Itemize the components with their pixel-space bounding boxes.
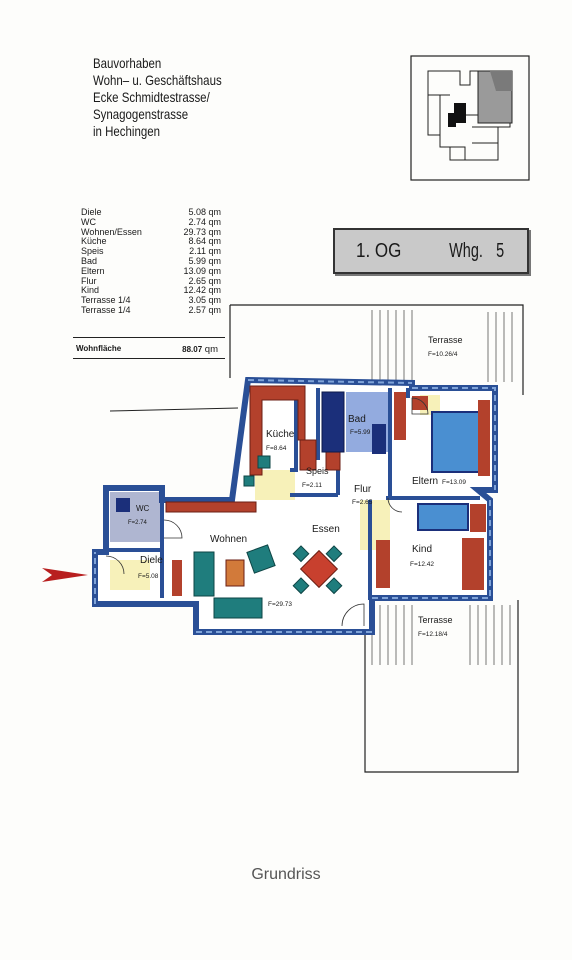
room-label-flur: Flur (354, 484, 372, 495)
wc-basin (116, 498, 130, 512)
apartment-number: 5 (495, 239, 504, 262)
bath-shelf (394, 392, 406, 440)
project-line: Synagogenstrasse (93, 106, 189, 122)
area-label-essen: F=29.73 (268, 601, 292, 608)
dining-table (299, 549, 339, 589)
area-label-terrasse-bottom: F=12.18/4 (418, 631, 448, 638)
total-unit: qm (204, 344, 218, 355)
divider (73, 337, 225, 338)
parents-bed (431, 411, 487, 473)
area-label-kind: F=12.42 (410, 561, 434, 568)
apartment-label-box: 1. OG Whg. 5 (333, 228, 529, 274)
area-label-eltern: F=13.09 (442, 479, 466, 486)
kitchen-stove (257, 455, 271, 469)
project-line: Wohn– u. Geschäftshaus (93, 72, 222, 88)
floor-label: 1. OG (356, 239, 402, 262)
total-size: 88.07 (182, 345, 203, 354)
bath-cabinet (372, 424, 386, 454)
dining-chairs (292, 545, 343, 595)
sofa-2 (213, 597, 263, 619)
room-label-bad: Bad (348, 414, 366, 425)
project-line: Ecke Schmidtestrasse/ (93, 89, 210, 105)
coffee-table (225, 559, 245, 587)
armchair (246, 544, 276, 574)
area-label-kueche: F=8.64 (266, 445, 287, 452)
total-label: Wohnfläche (76, 344, 122, 353)
area-label-wc: F=2.74 (128, 520, 148, 526)
shoe-cabinet (172, 560, 182, 596)
terrace-hatching (371, 310, 513, 665)
terrace-outline (229, 304, 524, 773)
room-label-terrasse-bottom: Terrasse (418, 615, 453, 625)
floor-plan: Küche F=8.64 Bad F=5.99 Speis F=2.11 Flu… (42, 304, 524, 773)
sofa (193, 551, 215, 597)
room-label-terrasse-top: Terrasse (428, 335, 463, 345)
kitchen-sink (243, 475, 255, 487)
sideboard (165, 501, 257, 513)
door-swings (105, 397, 429, 627)
child-wardrobe (462, 538, 484, 590)
area-label-terrasse-top: F=10.26/4 (428, 351, 458, 358)
room-label-diele: Diele (140, 555, 163, 566)
child-bed (417, 503, 469, 531)
room-label-kind: Kind (412, 544, 432, 555)
location-map (410, 55, 530, 181)
room-label-kueche: Küche (266, 429, 295, 440)
apartment-label: Whg. (448, 239, 483, 262)
inner-walls (106, 388, 480, 600)
project-line: Bauvorhaben (93, 55, 162, 71)
room-label-wc: WC (136, 504, 150, 513)
project-title-block: Bauvorhaben Wohn– u. Geschäftshaus Ecke … (93, 55, 257, 140)
area-label-flur: F=2.65 (352, 499, 373, 506)
area-label-bad: F=5.99 (350, 429, 371, 436)
project-line: in Hechingen (93, 123, 161, 139)
image-caption: Grundriss (251, 866, 321, 883)
child-shelf (470, 504, 486, 532)
entrance-arrow-icon (42, 568, 88, 582)
leader-line (109, 407, 239, 412)
child-desk (376, 540, 390, 588)
area-label-diele: F=5.08 (138, 573, 159, 580)
divider (73, 358, 225, 359)
parents-wardrobe (478, 400, 490, 476)
living-area-total: Wohnfläche 88.07 qm (76, 344, 218, 355)
room-label-speis: Speis (306, 466, 329, 476)
room-label-essen: Essen (312, 524, 340, 535)
bathtub (321, 391, 345, 453)
parents-nightstand (412, 396, 428, 410)
area-label-speis: F=2.11 (302, 482, 322, 489)
room-label-eltern: Eltern (412, 476, 438, 487)
outer-wall-highlight (94, 379, 496, 633)
room-label-wohnen: Wohnen (210, 534, 247, 545)
